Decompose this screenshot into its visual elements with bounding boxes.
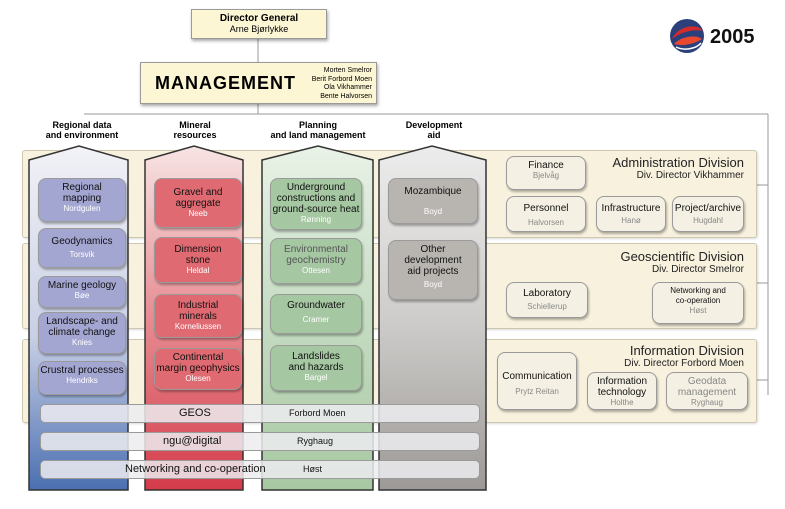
unit-laboratory: Laboratory Schiellerup xyxy=(506,282,588,318)
information-division-title: Information Division xyxy=(629,343,744,358)
unit-geodata-management: Geodata management Ryghaug xyxy=(666,372,748,410)
unit-crustral-processes: Crustral processes Hendriks xyxy=(38,361,126,395)
bar-networking-label: Networking and co-operation xyxy=(125,463,266,475)
bar-geos-person: Forbord Moen xyxy=(289,408,346,418)
bar-geos: GEOS Forbord Moen xyxy=(40,404,480,423)
director-general-box: Director General Arne Bjørlykke xyxy=(191,9,327,39)
bar-ngu-digital: ngu@digital Ryghaug xyxy=(40,432,480,451)
unit-project-archive: Project/archive Hugdahl xyxy=(672,196,744,232)
unit-finance: Finance Bjelvåg xyxy=(506,156,586,190)
director-title: Director General xyxy=(219,13,299,24)
ngu-logo-icon xyxy=(670,19,704,53)
bar-networking-person: Høst xyxy=(303,464,322,474)
unit-infrastructure: Infrastructure Hanø xyxy=(596,196,666,232)
unit-geodynamics: Geodynamics Torsvik xyxy=(38,228,126,268)
unit-personnel: Personnel Halvorsen xyxy=(506,196,586,232)
unit-networking-cooperation: Networking and co-operation Høst xyxy=(652,282,744,324)
unit-marine-geology: Marine geology Bøe xyxy=(38,276,126,308)
bar-geos-label: GEOS xyxy=(179,407,211,419)
unit-groundwater: Groundwater Cramer xyxy=(270,294,362,334)
information-division-director: Div. Director Forbord Moen xyxy=(624,358,744,369)
bar-networking: Networking and co-operation Høst xyxy=(40,460,480,479)
director-name: Arne Bjørlykke xyxy=(229,24,289,34)
administration-division-director: Div. Director Vikhammer xyxy=(636,170,744,181)
administration-division-title: Administration Division xyxy=(612,155,745,170)
management-title: MANAGEMENT xyxy=(155,73,296,93)
unit-mozambique: Mozambique Boyd xyxy=(388,178,478,224)
year-label: 2005 xyxy=(710,26,755,48)
bar-ngu-digital-person: Ryghaug xyxy=(297,436,334,446)
geoscientific-division-director: Div. Director Smelror xyxy=(651,264,744,275)
geoscientific-division-title: Geoscientific Division xyxy=(620,249,744,264)
bar-ngu-digital-label: ngu@digital xyxy=(163,435,222,447)
unit-communication: Communication Prytz Reitan xyxy=(497,352,577,410)
management-names: Morten Smelror Berit Forbord Moen Ola Vi… xyxy=(311,67,372,100)
management-box: MANAGEMENT Morten Smelror Berit Forbord … xyxy=(140,62,377,104)
